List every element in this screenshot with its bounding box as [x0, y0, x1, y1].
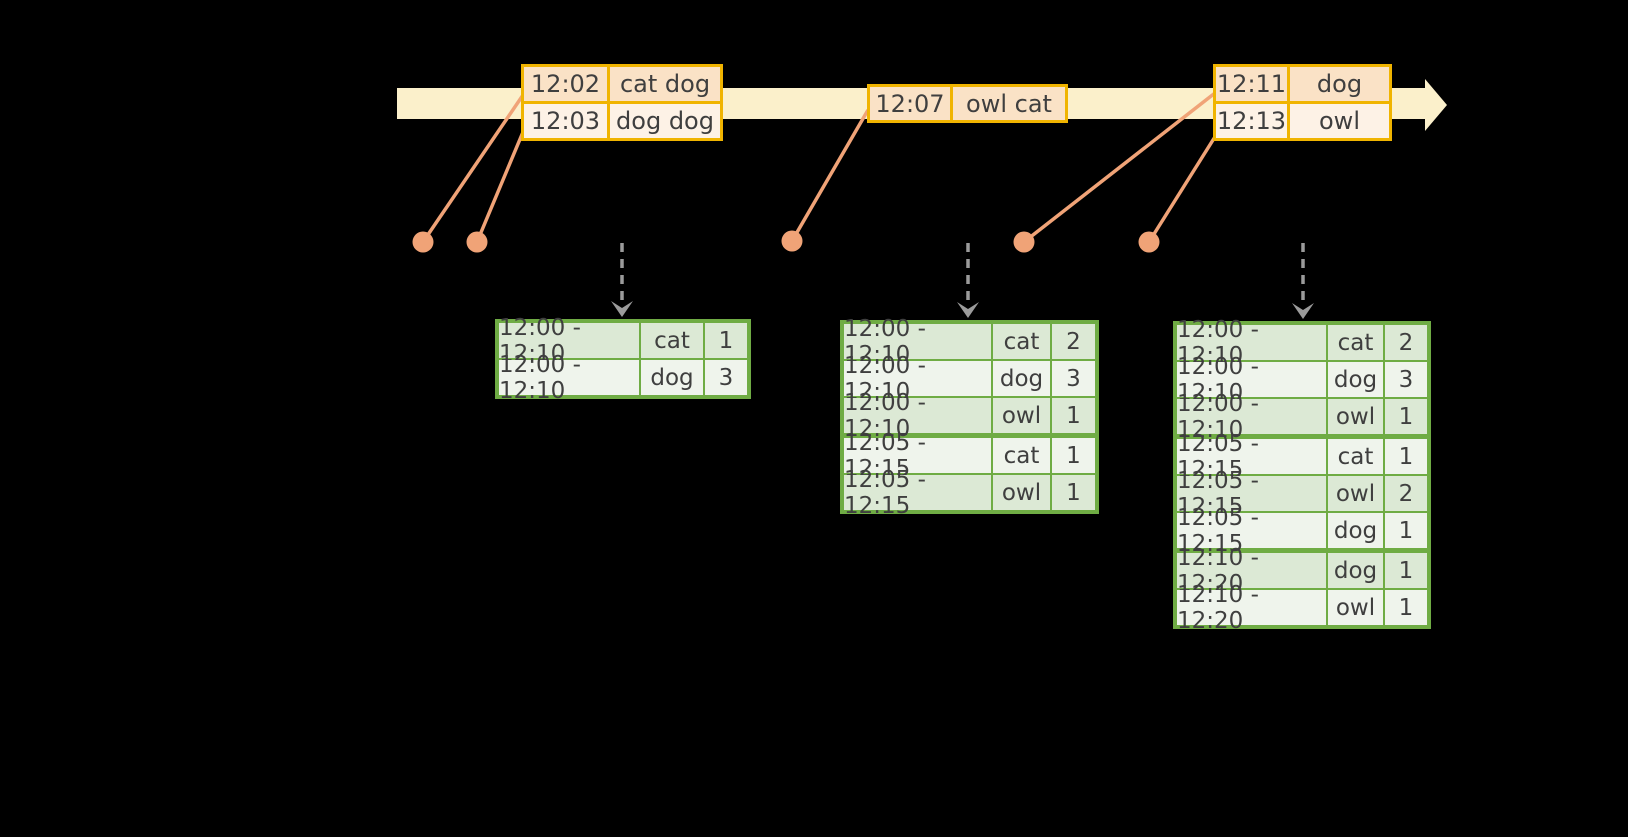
- result-row: 12:00 - 12:10 dog 3: [499, 352, 747, 404]
- count-cell: 3: [1052, 361, 1095, 396]
- event-time: 12:07: [870, 87, 950, 120]
- word-cell: dog: [1328, 362, 1383, 397]
- event-time: 12:03: [524, 104, 607, 138]
- window-cell: 12:00 - 12:10: [1177, 354, 1326, 406]
- window-cell: 12:00 - 12:10: [844, 390, 991, 442]
- window-cell: 12:00 - 12:10: [844, 353, 991, 405]
- count-cell: 3: [1385, 362, 1427, 397]
- window-cell: 12:00 - 12:10: [499, 315, 639, 367]
- event-row: 12:07 owl cat: [870, 87, 1065, 120]
- word-cell: owl: [993, 398, 1050, 433]
- count-cell: 2: [1385, 325, 1427, 360]
- event-table-2: 12:07 owl cat: [867, 84, 1068, 123]
- result-row: 12:05 - 12:15 owl 2: [1177, 468, 1427, 520]
- result-table-1: 12:00 - 12:10 cat 1 12:00 - 12:10 dog 3: [495, 315, 751, 404]
- result-row: 12:05 - 12:15 cat 1: [844, 430, 1095, 482]
- result-row: 12:00 - 12:10 dog 3: [844, 353, 1095, 405]
- count-cell: 1: [1052, 475, 1095, 510]
- count-cell: 1: [1052, 438, 1095, 473]
- window-cell: 12:00 - 12:10: [1177, 317, 1326, 369]
- event-connector-line: [790, 109, 870, 242]
- count-cell: 2: [1052, 324, 1095, 359]
- result-table-2: 12:00 - 12:10 cat 2 12:00 - 12:10 dog 3 …: [840, 316, 1099, 519]
- event-time: 12:11: [1216, 67, 1287, 101]
- event-words: dog dog: [610, 104, 720, 138]
- window-cell: 12:05 - 12:15: [844, 467, 991, 519]
- event-connector-line: [475, 131, 525, 243]
- word-cell: dog: [1328, 513, 1383, 548]
- count-cell: 3: [705, 360, 747, 395]
- window-cell: 12:00 - 12:10: [499, 352, 639, 404]
- event-time: 12:02: [524, 67, 607, 101]
- word-cell: cat: [993, 438, 1050, 473]
- event-dot: [1138, 231, 1160, 253]
- count-cell: 1: [1385, 439, 1427, 474]
- event-dot: [781, 230, 803, 252]
- event-row: 12:03 dog dog: [524, 104, 720, 138]
- event-words: owl cat: [953, 87, 1065, 120]
- result-row: 12:05 - 12:15 dog 1: [1177, 505, 1427, 557]
- event-row: 12:02 cat dog: [524, 67, 720, 101]
- word-cell: dog: [1328, 553, 1383, 588]
- count-cell: 1: [1385, 590, 1427, 625]
- count-cell: 1: [705, 323, 747, 358]
- window-cell: 12:05 - 12:15: [844, 430, 991, 482]
- word-cell: owl: [993, 475, 1050, 510]
- count-cell: 1: [1052, 398, 1095, 433]
- event-words: dog: [1290, 67, 1389, 101]
- timeline-arrowhead-icon: [1425, 79, 1447, 131]
- result-row: 12:10 - 12:20 owl 1: [1177, 582, 1427, 634]
- word-cell: cat: [1328, 439, 1383, 474]
- word-cell: owl: [1328, 590, 1383, 625]
- word-cell: cat: [1328, 325, 1383, 360]
- event-dot: [466, 231, 488, 253]
- word-cell: owl: [1328, 399, 1383, 434]
- result-row: 12:00 - 12:10 cat 1: [499, 315, 747, 367]
- result-row: 12:00 - 12:10 dog 3: [1177, 354, 1427, 406]
- window-cell: 12:00 - 12:10: [1177, 391, 1326, 443]
- count-cell: 1: [1385, 513, 1427, 548]
- word-cell: cat: [993, 324, 1050, 359]
- result-row: 12:00 - 12:10 cat 2: [1177, 317, 1427, 369]
- event-row: 12:11 dog: [1216, 67, 1389, 101]
- word-cell: dog: [641, 360, 703, 395]
- result-row: 12:05 - 12:15 owl 1: [844, 467, 1095, 519]
- event-words: owl: [1290, 104, 1389, 138]
- window-cell: 12:05 - 12:15: [1177, 505, 1326, 557]
- word-cell: owl: [1328, 476, 1383, 511]
- result-table-3: 12:00 - 12:10 cat 2 12:00 - 12:10 dog 3 …: [1173, 317, 1431, 634]
- window-cell: 12:10 - 12:20: [1177, 582, 1326, 634]
- event-time: 12:13: [1216, 104, 1287, 138]
- word-cell: cat: [641, 323, 703, 358]
- count-cell: 1: [1385, 553, 1427, 588]
- result-row: 12:00 - 12:10 owl 1: [1177, 391, 1427, 443]
- event-dot: [412, 231, 434, 253]
- event-connector-line: [1147, 131, 1220, 243]
- count-cell: 2: [1385, 476, 1427, 511]
- event-dot: [1013, 231, 1035, 253]
- count-cell: 1: [1385, 399, 1427, 434]
- event-row: 12:13 owl: [1216, 104, 1389, 138]
- event-table-1: 12:02 cat dog 12:03 dog dog: [521, 64, 723, 141]
- window-cell: 12:05 - 12:15: [1177, 468, 1326, 520]
- word-cell: dog: [993, 361, 1050, 396]
- event-table-3: 12:11 dog 12:13 owl: [1213, 64, 1392, 141]
- event-words: cat dog: [610, 67, 720, 101]
- result-row: 12:00 - 12:10 owl 1: [844, 390, 1095, 442]
